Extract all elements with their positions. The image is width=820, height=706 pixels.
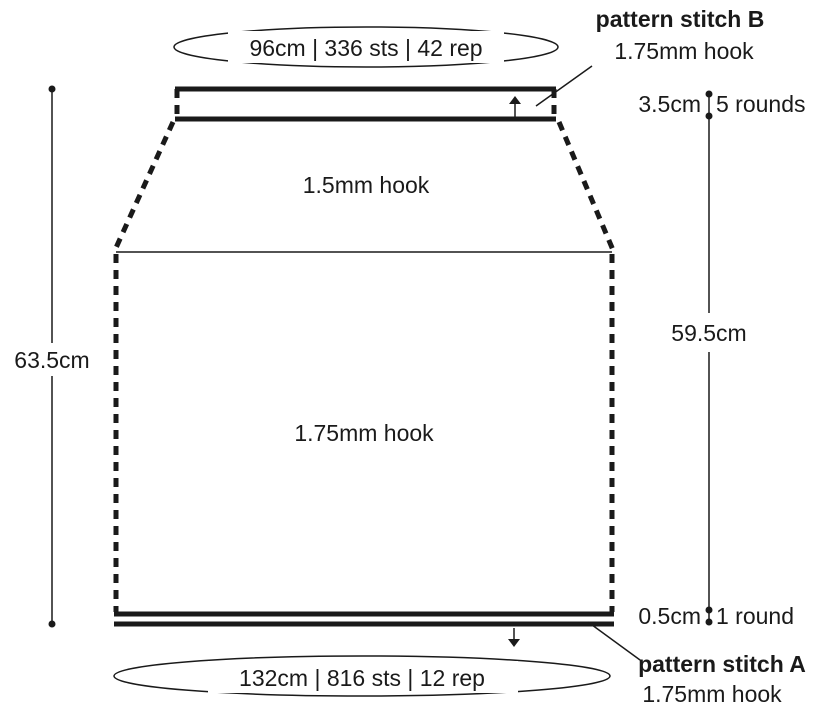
bottom-band-hook-label: 1.75mm hook xyxy=(642,681,782,706)
total-height-top-endpoint xyxy=(48,85,56,93)
main-section-hook-label: 1.75mm hook xyxy=(294,420,434,446)
bottom-band-leader-line xyxy=(587,621,641,661)
top-band-rounds-label: 5 rounds xyxy=(716,91,806,117)
upper-right-taper-edge xyxy=(556,121,616,251)
bottom-band-rounds-label: 1 round xyxy=(716,603,794,629)
total-height-bottom-endpoint xyxy=(48,620,56,628)
top-band-height-label: 3.5cm xyxy=(638,91,701,117)
upper-section-hook-label: 1.5mm hook xyxy=(303,172,430,198)
bottom-circumference-label: 132cm | 816 sts | 12 rep xyxy=(239,665,485,691)
top-band-hook-label: 1.75mm hook xyxy=(614,38,754,64)
total-height-label: 63.5cm xyxy=(14,347,89,373)
top-measure-backdrop xyxy=(228,31,504,63)
bottom-band-height-label: 0.5cm xyxy=(638,603,701,629)
bottom-band-arrowhead xyxy=(508,639,520,647)
upper-left-taper-edge xyxy=(112,120,176,252)
top-circumference-label: 96cm | 336 sts | 42 rep xyxy=(249,35,482,61)
body-height-label: 59.5cm xyxy=(671,320,746,346)
bottom-measure-backdrop xyxy=(208,661,518,693)
top-band-arrowhead xyxy=(509,96,521,104)
pattern-stitch-b-label: pattern stitch B xyxy=(596,6,765,32)
pattern-stitch-a-label: pattern stitch A xyxy=(638,651,806,677)
top-band-leader-line xyxy=(535,65,593,107)
top-circumference-ellipse xyxy=(173,26,559,68)
bottom-circumference-ellipse xyxy=(113,655,611,697)
